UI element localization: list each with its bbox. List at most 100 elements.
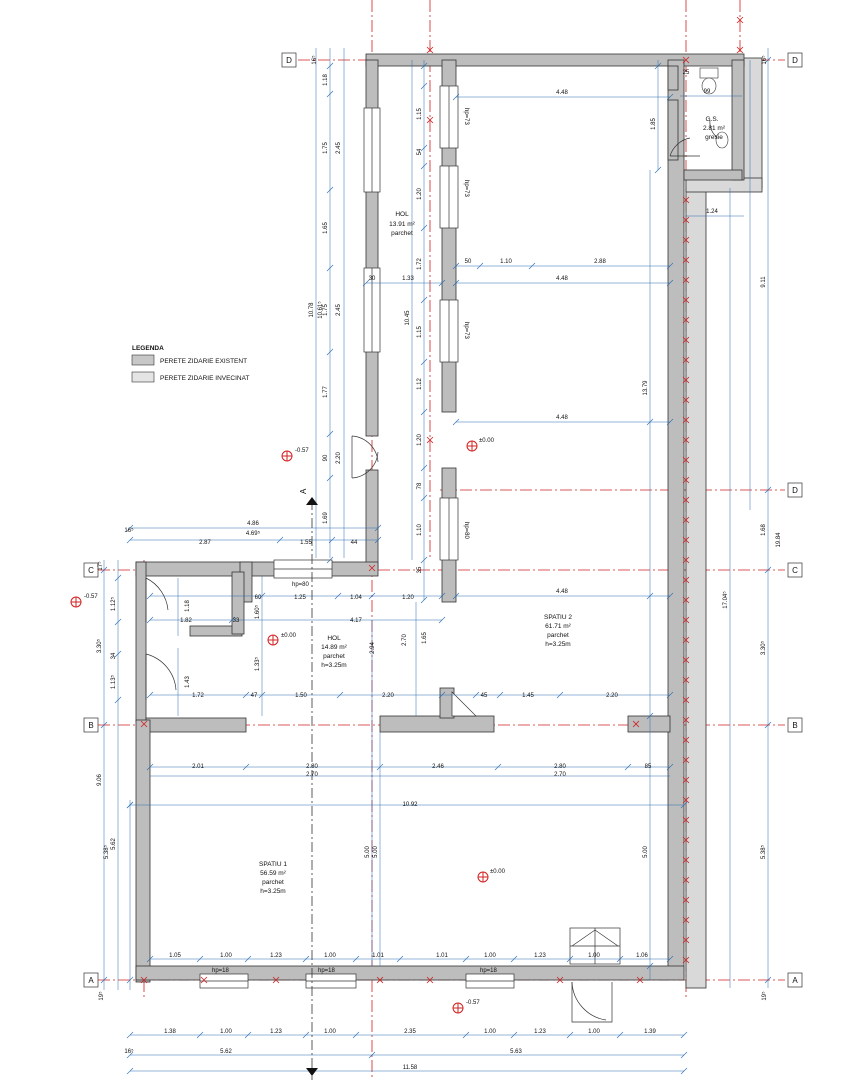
axis-cross <box>682 336 690 344</box>
dim-label: 5.00 <box>365 846 371 858</box>
dimension-tick <box>362 279 370 287</box>
axis-cross <box>682 816 690 824</box>
wall-top <box>365 53 745 67</box>
dim-label: 1.23 <box>270 953 282 959</box>
dimension-tick <box>654 166 662 174</box>
axis-cross <box>682 676 690 684</box>
dim-label: 16⁵ <box>761 55 768 65</box>
dimension-tick <box>566 955 574 963</box>
dimension-tick <box>452 279 460 287</box>
dimension-tick <box>126 976 134 984</box>
dimension-tick <box>420 62 428 70</box>
dim-label: 90 <box>323 454 329 461</box>
dimension-tick <box>196 1031 204 1039</box>
dimension-tick <box>646 418 654 426</box>
axis-cross <box>556 976 564 984</box>
section-mark: A <box>299 488 318 1080</box>
dim-label: 5.38⁵ <box>103 844 110 859</box>
dimension-tick <box>326 62 334 70</box>
axis-cross <box>682 296 690 304</box>
dimension-tick <box>126 536 134 544</box>
dimension-tick <box>146 955 154 963</box>
dim-label: 1.33 <box>402 276 414 282</box>
dimension-tick <box>126 524 134 532</box>
dim-label: 10.92 <box>402 802 418 808</box>
axis-cross <box>682 256 690 264</box>
dimension-tick <box>666 418 674 426</box>
axis-cross <box>682 416 690 424</box>
dim-label: 2.94 <box>370 642 376 654</box>
dim-label: 1.15 <box>417 108 423 120</box>
dim-label: 9.06 <box>97 774 103 786</box>
dim-label: 1.10 <box>500 259 512 265</box>
dim-label: 5.63 <box>510 1049 522 1055</box>
axis-cross <box>682 496 690 504</box>
dimension-tick <box>556 691 564 699</box>
level-markers: -0.57 ±0.00 ±0.00 -0.57 ±0.00 -0.57 <box>70 438 506 1014</box>
axis-cross <box>682 516 690 524</box>
dim-label: 1.12⁵ <box>110 596 117 611</box>
dim-label: 17.04⁵ <box>722 591 729 609</box>
dim-label: 1.33⁵ <box>254 656 261 671</box>
dim-label: 34 <box>111 652 117 659</box>
dim-label: 2.35 <box>404 1029 416 1035</box>
axis-d-right: D <box>792 56 798 65</box>
dimension-tick <box>666 763 674 771</box>
svg-text:±0.00: ±0.00 <box>281 633 297 639</box>
dim-label: 5.62 <box>111 838 117 850</box>
dim-label: 1.68 <box>761 524 767 536</box>
room-spatiu2-name: SPATIU 2 <box>544 614 572 621</box>
axis-cross <box>682 656 690 664</box>
room-spatiu2-height: h=3.25m <box>545 641 570 648</box>
dim-label: 35 <box>417 566 423 573</box>
dimension-tick <box>764 566 772 574</box>
dimension-tick <box>452 592 460 600</box>
dim-label: 30 <box>369 276 376 282</box>
axis-cross <box>682 356 690 364</box>
dim-label: 17⁵ <box>97 561 104 571</box>
dimension-tick <box>420 358 428 366</box>
axis-c-left: C <box>88 566 94 575</box>
dimension-tick <box>566 1031 574 1039</box>
dimension-tick <box>326 348 334 356</box>
dimension-tick <box>376 763 384 771</box>
dim-label: 5.38⁵ <box>760 844 767 859</box>
dimension-tick <box>646 962 654 970</box>
dimension-tick <box>126 1031 134 1039</box>
dim-label: 5.62 <box>220 1049 232 1055</box>
room-spatiu1-height: h=3.25m <box>260 888 285 895</box>
dimension-tick <box>368 592 376 600</box>
dimension-tick <box>452 93 460 101</box>
windows <box>199 85 515 989</box>
axis-cross <box>682 936 690 944</box>
dim-label: 2.20 <box>606 693 618 699</box>
dimension-tick <box>666 955 674 963</box>
dim-label: 1.69 <box>323 512 329 524</box>
axis-cross <box>632 720 640 728</box>
dimension-tick <box>420 464 428 472</box>
dimension-tick <box>666 93 674 101</box>
axis-cross <box>682 216 690 224</box>
sill-label: hp=18 <box>480 968 498 974</box>
dim-label: 10.78 <box>309 302 315 318</box>
dimension-tick <box>616 955 624 963</box>
dimension-tick <box>126 1051 134 1059</box>
dimension-tick <box>146 763 154 771</box>
dimension-tick <box>764 721 772 729</box>
axis-cross <box>682 636 690 644</box>
dimension-tick <box>494 763 502 771</box>
dimension-tick <box>368 1051 376 1059</box>
dim-label: 44 <box>351 540 358 546</box>
room-spatiu1-area: 56.59 m² <box>260 870 286 877</box>
dim-label: 1.04 <box>350 595 362 601</box>
dim-label: 1.24 <box>706 209 718 215</box>
legend-item-invecinat: PERETE ZIDARIE INVECINAT <box>160 375 249 382</box>
axis-cross <box>682 856 690 864</box>
dim-label: 1.12 <box>417 378 423 390</box>
dimension-tick <box>326 264 334 272</box>
dim-label: 16⁵ <box>311 55 318 65</box>
axis-d-left: D <box>286 56 292 65</box>
axis-cross <box>682 736 690 744</box>
dim-label: 1.23 <box>270 1029 282 1035</box>
axis-cross <box>682 596 690 604</box>
